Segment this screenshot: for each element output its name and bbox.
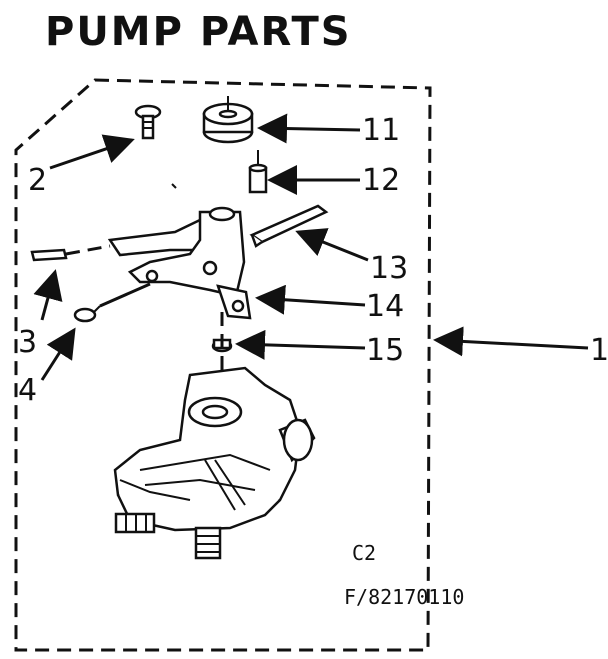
leader-15 (235, 329, 366, 360)
code-line-1: C2 (352, 541, 376, 565)
leader-3 (33, 269, 63, 321)
callout-4: 4 (18, 373, 37, 408)
callout-15: 15 (366, 333, 404, 368)
leader-bracket-4 (99, 282, 151, 308)
part-2-screw (134, 104, 162, 140)
part-11-pulley (202, 96, 254, 144)
pump-housing (113, 366, 316, 560)
guide-line-pin (65, 244, 111, 256)
callout-12: 12 (362, 163, 400, 198)
part-4-clip (73, 305, 101, 323)
leader-1 (433, 326, 589, 357)
diagram-title: PUMP PARTS (45, 9, 352, 55)
assembly-boundary (14, 78, 432, 652)
leader-2 (49, 134, 135, 170)
callout-11: 11 (362, 113, 400, 148)
leader-4 (40, 327, 76, 381)
part-12-bushing (248, 150, 268, 194)
callout-1: 1 (590, 333, 608, 368)
code-line-2: F/82170110 (344, 585, 464, 609)
part-3-pin (30, 248, 68, 262)
callout-3: 3 (18, 325, 37, 360)
callout-13: 13 (370, 251, 408, 286)
leader-13 (295, 228, 369, 262)
callout-14: 14 (366, 289, 404, 324)
leader-14 (255, 284, 366, 315)
callout-2: 2 (28, 163, 47, 198)
part-13-lever (249, 204, 329, 248)
part-14-bracket-assembly (107, 183, 252, 320)
leader-11 (257, 113, 361, 144)
